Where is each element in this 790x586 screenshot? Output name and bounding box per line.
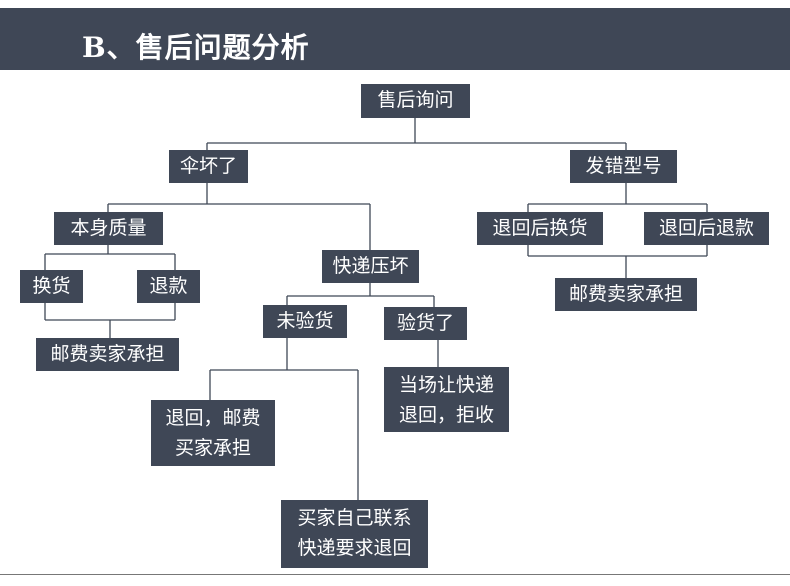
page-title: B、售后问题分析 [82, 31, 310, 64]
node-return-buyer-pays-line2: 买家承担 [174, 437, 251, 459]
node-umbrella-broken: 伞坏了 [169, 150, 248, 183]
header-bar: B、售后问题分析 [0, 8, 790, 70]
node-refund: 退款 [137, 270, 200, 303]
node-refuse-on-spot: 当场让快递 退回，拒收 [384, 367, 509, 432]
node-wrong-model: 发错型号 [570, 150, 677, 183]
node-refuse-on-spot-line2: 退回，拒收 [398, 404, 494, 426]
node-inspected: 验货了 [384, 307, 467, 340]
node-seller-pays-shipping-left: 邮费卖家承担 [36, 338, 179, 371]
node-courier-crushed: 快递压坏 [322, 250, 419, 283]
node-return-buyer-pays-line1: 退回，邮费 [165, 407, 261, 429]
node-buyer-contacts-courier-line2: 快递要求退回 [297, 537, 412, 559]
node-seller-pays-shipping-right: 邮费卖家承担 [555, 278, 697, 311]
node-root: 售后询问 [361, 84, 470, 118]
node-refuse-on-spot-line1: 当场让快递 [398, 374, 494, 396]
node-buyer-contacts-courier-line1: 买家自己联系 [297, 507, 412, 529]
node-buyer-contacts-courier: 买家自己联系 快递要求退回 [281, 500, 428, 568]
node-return-then-exchange: 退回后换货 [477, 212, 603, 245]
bottom-divider [0, 574, 790, 575]
node-return-buyer-pays: 退回，邮费 买家承担 [151, 400, 275, 466]
node-return-then-refund: 退回后退款 [644, 212, 769, 245]
node-not-inspected: 未验货 [263, 305, 347, 338]
node-exchange: 换货 [20, 270, 83, 303]
node-quality-issue: 本身质量 [54, 212, 163, 245]
